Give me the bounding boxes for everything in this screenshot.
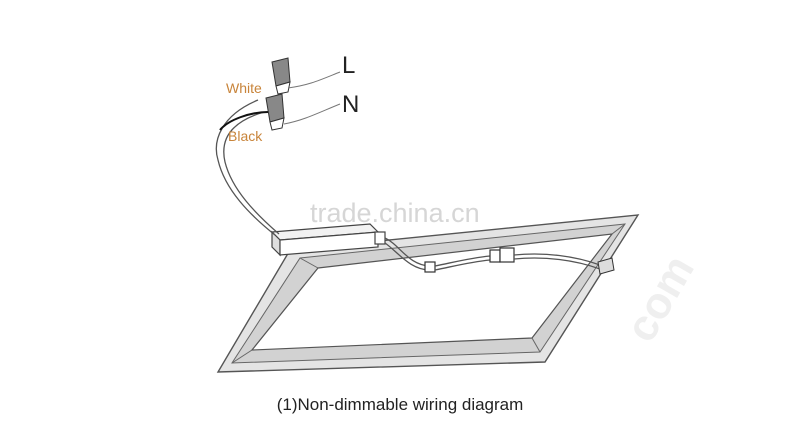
side-watermark: com <box>616 247 704 350</box>
live-label: L <box>342 52 355 79</box>
panel-plug <box>489 247 515 263</box>
inline-connector <box>424 261 436 273</box>
neutral-line <box>283 103 341 125</box>
led-driver-box <box>270 223 386 257</box>
black-wire <box>219 111 269 131</box>
neutral-label: N <box>342 91 359 118</box>
driver-output-plug <box>374 231 386 245</box>
watermark-text: trade.china.cn <box>310 198 480 228</box>
panel-input-socket <box>597 257 615 275</box>
wire-nut-bottom <box>265 93 285 131</box>
live-line <box>287 71 341 89</box>
wire-nut-top <box>271 57 291 95</box>
black-wire-label: Black <box>228 128 263 144</box>
input-cable <box>215 99 276 236</box>
diagram-caption: (1)Non-dimmable wiring diagram <box>276 395 524 414</box>
white-wire-label: White <box>226 80 262 96</box>
